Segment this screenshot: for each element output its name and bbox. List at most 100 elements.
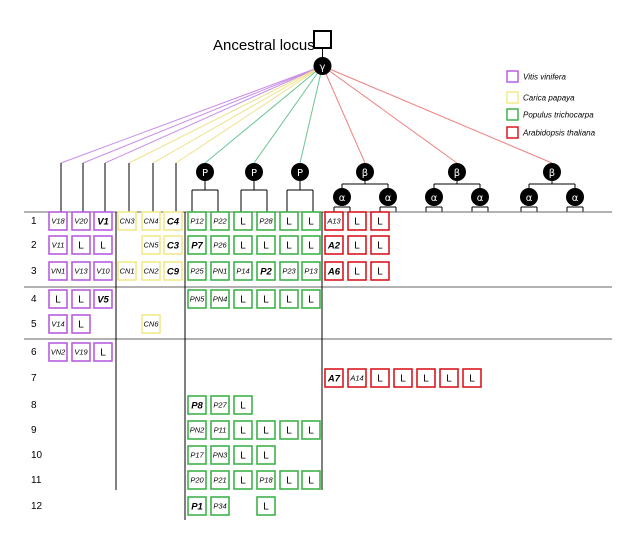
gene-label: CN3 — [119, 217, 135, 226]
gene-box: P12 — [187, 211, 207, 231]
row-number: 2 — [31, 240, 37, 251]
gene-label: V14 — [51, 320, 64, 329]
row-number: 12 — [31, 501, 43, 512]
gene-box: PN2 — [187, 420, 207, 440]
gene-label: CN4 — [143, 217, 158, 226]
beta-node-label: β — [454, 168, 460, 179]
gene-box: L — [393, 368, 413, 388]
gene-label: PN5 — [190, 295, 205, 304]
legend-swatch — [506, 108, 519, 121]
gene-box: A14 — [347, 368, 367, 388]
gene-box: C4 — [163, 211, 183, 231]
gene-box: P8 — [187, 395, 207, 415]
alpha-node-label: α — [572, 193, 579, 204]
legend-swatch — [506, 70, 519, 83]
legend-swatch — [506, 126, 519, 139]
gene-box: C3 — [163, 235, 183, 255]
gene-box: P7 — [187, 235, 207, 255]
gene-box: L — [370, 368, 390, 388]
gene-box: L — [233, 445, 253, 465]
gene-label: L — [263, 241, 269, 252]
gene-box: V19 — [71, 342, 91, 362]
gene-box: V14 — [48, 314, 68, 334]
gene-label: P21 — [213, 476, 226, 485]
gene-box: L — [279, 470, 299, 490]
gene-label: L — [354, 217, 360, 228]
fan-line — [253, 65, 323, 164]
gene-label: V1 — [97, 216, 109, 227]
row-number: 9 — [31, 425, 37, 436]
gene-box: L — [279, 235, 299, 255]
alpha-node: α — [471, 188, 489, 206]
legend-item: Populus trichocarpa — [506, 108, 594, 121]
legend-label: Arabidopsis thaliana — [522, 129, 596, 138]
gene-label: P34 — [213, 502, 226, 511]
gene-box: P2 — [256, 261, 276, 281]
gene-label: P14 — [236, 267, 249, 276]
gene-label: V20 — [74, 217, 88, 226]
gene-label: P8 — [191, 400, 203, 411]
gene-label: CN5 — [143, 241, 159, 250]
gene-label: VN1 — [51, 267, 66, 276]
gene-label: V13 — [74, 267, 88, 276]
gene-box: A7 — [324, 368, 344, 388]
gene-label: L — [240, 217, 246, 228]
fan-line — [322, 65, 553, 164]
legend-item: Vitis vinifera — [506, 70, 567, 83]
alpha-node: α — [379, 188, 397, 206]
gene-label: L — [78, 295, 84, 306]
gene-box: L — [347, 211, 367, 231]
gene-box: P22 — [210, 211, 230, 231]
p-node-label: P — [297, 168, 303, 179]
fan-line — [175, 65, 323, 164]
gene-label: L — [469, 374, 475, 385]
gene-box: CN4 — [141, 211, 161, 231]
gene-box: L — [301, 289, 321, 309]
gene-label: L — [308, 295, 314, 306]
gene-box: L — [462, 368, 482, 388]
gene-label: PN4 — [213, 295, 228, 304]
gene-box: P20 — [187, 470, 207, 490]
gene-label: P13 — [304, 267, 318, 276]
gene-box: L — [256, 235, 276, 255]
gene-box: V13 — [71, 261, 91, 281]
gene-label: P18 — [259, 476, 273, 485]
gene-box: L — [233, 289, 253, 309]
gene-label: P28 — [259, 217, 273, 226]
fan-line — [82, 65, 323, 164]
gene-label: L — [240, 476, 246, 487]
gene-label: L — [263, 451, 269, 462]
gene-label: A2 — [327, 240, 341, 251]
row-number: 3 — [31, 266, 37, 277]
gene-label: V10 — [96, 267, 110, 276]
row-number: 10 — [31, 450, 43, 461]
row-number: 7 — [31, 373, 37, 384]
gene-box: L — [233, 470, 253, 490]
gene-box: V10 — [93, 261, 113, 281]
gene-box: L — [233, 420, 253, 440]
gene-box: L — [233, 211, 253, 231]
alpha-node: α — [333, 188, 351, 206]
gene-label: L — [55, 295, 61, 306]
gene-label: P1 — [191, 501, 203, 512]
gene-label: L — [308, 241, 314, 252]
gene-box: P14 — [233, 261, 253, 281]
gene-label: PN2 — [190, 426, 205, 435]
gene-label: L — [400, 374, 406, 385]
alpha-node-label: α — [477, 193, 484, 204]
gene-box: L — [301, 470, 321, 490]
gene-box: P26 — [210, 235, 230, 255]
legend-label: Carica papaya — [523, 94, 575, 103]
row-number: 11 — [31, 475, 42, 486]
p-node: P — [291, 163, 309, 181]
gene-box: CN2 — [141, 261, 161, 281]
gene-label: L — [78, 241, 84, 252]
gene-label: P26 — [213, 241, 227, 250]
gene-box: P23 — [279, 261, 299, 281]
gene-box: CN6 — [141, 314, 161, 334]
